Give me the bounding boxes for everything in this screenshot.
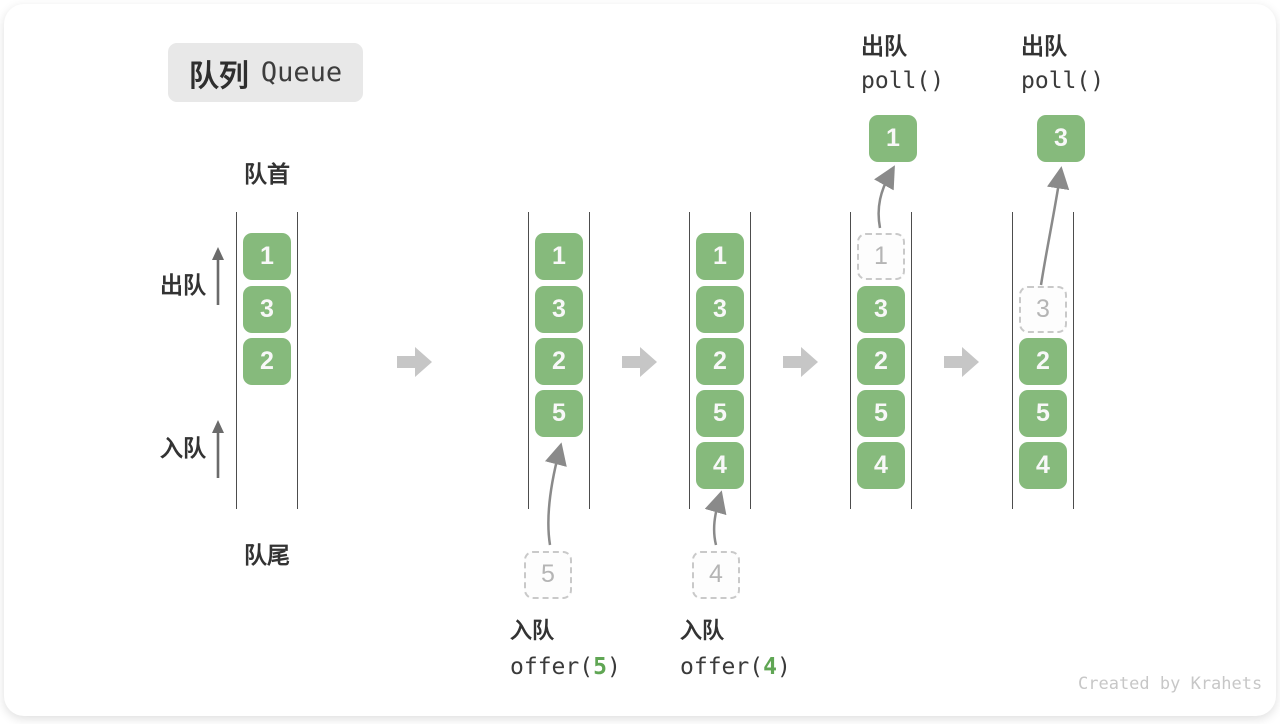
poll-operation-caption: 出队 poll() (1021, 27, 1104, 94)
removed-element-ghost: 3 (1019, 286, 1067, 333)
right-arrow-icon (944, 347, 979, 377)
queue-element: 4 (857, 442, 905, 489)
offer-label-zh: 入队 (680, 618, 725, 643)
poll-label-zh: 出队 (861, 33, 907, 59)
offer-code: offer(5) (510, 654, 621, 680)
dequeue-direction-label: 出队 (160, 272, 206, 298)
polled-element: 1 (869, 115, 917, 162)
queue-element: 5 (535, 390, 583, 437)
queue-element: 3 (243, 286, 291, 333)
offer-arg: 4 (763, 654, 777, 680)
offer-label-zh: 入队 (510, 618, 555, 643)
queue-element: 1 (243, 233, 291, 280)
queue-rear-label: 队尾 (244, 542, 290, 568)
polled-element: 3 (1037, 115, 1085, 162)
queue-element: 5 (1019, 390, 1067, 437)
queue-element: 5 (857, 390, 905, 437)
right-arrow-icon (783, 347, 818, 377)
offer-fn: offer( (680, 654, 764, 680)
queue-element: 2 (1019, 338, 1067, 385)
queue-element: 2 (243, 338, 291, 385)
queue-front-label: 队首 (244, 161, 290, 187)
offer-operation-caption: 入队 offer(5) (510, 613, 621, 680)
title-en: Queue (260, 57, 343, 88)
poll-label-zh: 出队 (1021, 33, 1067, 59)
queue-element: 5 (696, 390, 744, 437)
up-arrow-icon (212, 247, 224, 305)
enqueue-direction-label: 入队 (160, 435, 206, 461)
title-zh: 队列 (188, 59, 249, 93)
queue-element: 4 (696, 442, 744, 489)
queue-diagram: 队列 Queue 队首 队尾 出队 入队 1 3 2 1 3 2 5 5 1 3… (4, 4, 1276, 716)
right-arrow-icon (397, 347, 432, 377)
queue-element: 2 (857, 338, 905, 385)
offer-fn-close: ) (776, 654, 791, 680)
title-badge: 队列 Queue (168, 43, 363, 102)
queue-element: 4 (1019, 442, 1067, 489)
queue-element: 1 (535, 233, 583, 280)
offer-operation-caption: 入队 offer(4) (680, 613, 791, 680)
queue-state-1: 1 3 2 (236, 212, 298, 509)
offer-fn-close: ) (606, 654, 621, 680)
right-arrow-icon (622, 347, 657, 377)
queue-element: 2 (696, 338, 744, 385)
queue-state-2: 1 3 2 5 (528, 212, 590, 509)
queue-state-5: 3 2 5 4 (1012, 212, 1074, 509)
queue-element: 3 (696, 286, 744, 333)
offer-arg: 5 (593, 654, 607, 680)
queue-element: 3 (535, 286, 583, 333)
queue-element: 2 (535, 338, 583, 385)
incoming-element-ghost: 5 (524, 551, 572, 599)
poll-code: poll() (861, 68, 945, 94)
queue-state-4: 1 3 2 5 4 (850, 212, 912, 509)
offer-code: offer(4) (680, 654, 791, 680)
watermark: Created by Krahets (1078, 674, 1263, 694)
offer-fn: offer( (510, 654, 594, 680)
queue-state-3: 1 3 2 5 4 (689, 212, 751, 509)
incoming-element-ghost: 4 (692, 551, 740, 599)
poll-operation-caption: 出队 poll() (861, 27, 944, 94)
removed-element-ghost: 1 (857, 233, 905, 280)
poll-code: poll() (1021, 68, 1105, 94)
queue-element: 3 (857, 286, 905, 333)
up-arrow-icon (212, 420, 224, 478)
queue-element: 1 (696, 233, 744, 280)
